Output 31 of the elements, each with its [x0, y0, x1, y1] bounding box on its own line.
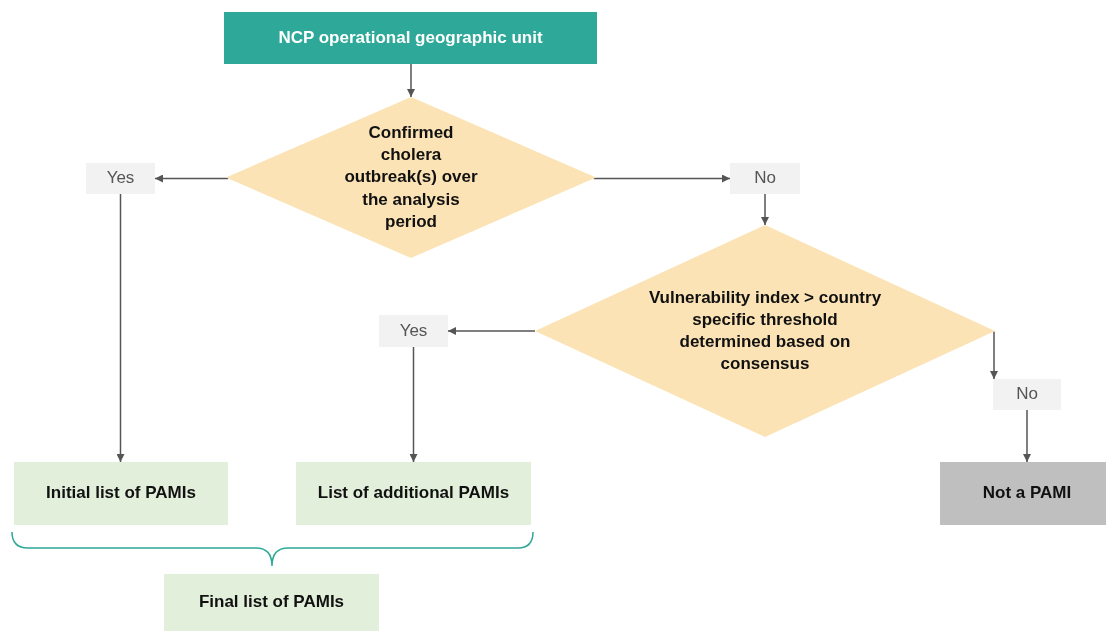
node-label: NCP operational geographic unit: [278, 26, 543, 49]
node-label: No: [1016, 383, 1038, 406]
decision-diamond: [226, 97, 596, 258]
node-label: Vulnerability index > country specific threshold determined based on consensus: [647, 286, 883, 376]
arrow: [990, 330, 998, 380]
arrow: [447, 327, 536, 335]
arrow: [592, 174, 731, 183]
arrow: [409, 346, 418, 463]
answer-box: [730, 163, 800, 194]
result-box: [14, 462, 228, 525]
result-box: [940, 462, 1106, 525]
node-label: Not a PAMI: [982, 482, 1072, 505]
node-label: Final list of PAMIs: [198, 591, 345, 614]
result-box: [164, 574, 379, 631]
node-label: Confirmed cholera outbreak(s) over the analysis period: [343, 122, 479, 233]
node-label: Yes: [399, 319, 428, 342]
arrow: [154, 174, 230, 183]
decision-diamond: [535, 225, 995, 437]
answer-box: [379, 315, 448, 347]
arrow: [116, 193, 125, 463]
start-box: [224, 12, 597, 64]
node-label: Initial list of PAMIs: [46, 482, 196, 505]
answer-box: [993, 379, 1061, 410]
result-box: [296, 462, 531, 525]
answer-box: [86, 163, 155, 194]
arrow: [761, 193, 769, 226]
arrow: [1023, 409, 1031, 463]
node-label: Yes: [106, 167, 135, 190]
node-label: List of additional PAMIs: [317, 482, 510, 505]
arrow: [407, 63, 415, 98]
node-label: No: [754, 167, 776, 190]
